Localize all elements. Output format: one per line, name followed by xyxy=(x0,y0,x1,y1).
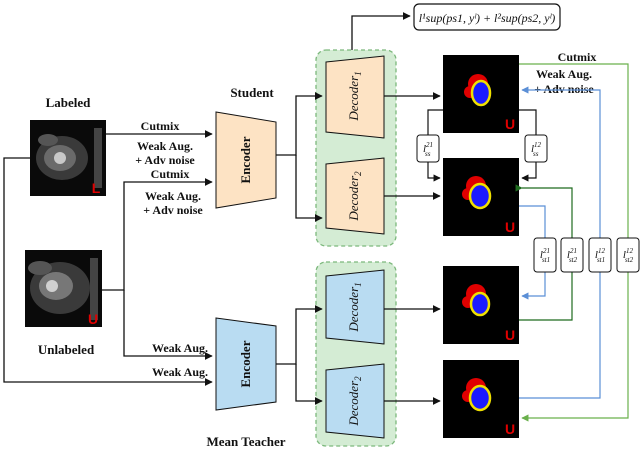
labeled-title: Labeled xyxy=(46,95,92,110)
student-decoder-1: Decoder1 xyxy=(325,55,385,139)
student-decoder-2: Decoder2 xyxy=(325,157,385,235)
student-output-1: U xyxy=(443,55,519,133)
labeled-tag: L xyxy=(92,180,101,196)
output-tag-1: U xyxy=(505,116,515,132)
student-encoder: Encoder xyxy=(215,111,277,209)
cutmix-label-1: Cutmix xyxy=(141,119,180,133)
weak-aug-label-3: Weak Aug. xyxy=(152,341,208,355)
svg-text:Decoder2: Decoder2 xyxy=(346,171,363,222)
adv-noise-output-label: + Adv noise xyxy=(534,82,594,96)
weak-aug-label-4: Weak Aug. xyxy=(152,365,208,379)
cutmix-output-label: Cutmix xyxy=(558,50,597,64)
teacher-output-2: U xyxy=(443,360,519,438)
student-decoder-2-label: Decoder xyxy=(346,175,361,222)
student-title: Student xyxy=(230,85,274,100)
teacher-decoder-1-sub: 1 xyxy=(353,282,363,287)
ss-loss-lines xyxy=(427,109,537,182)
student-decoder-1-label: Decoder xyxy=(346,75,361,122)
teacher-decoder-1-label: Decoder xyxy=(346,286,361,333)
adv-noise-label-1: + Adv noise xyxy=(135,153,195,167)
unlabeled-title: Unlabeled xyxy=(38,342,95,357)
student-internal-arrows xyxy=(276,12,441,222)
svg-text:Decoder1: Decoder1 xyxy=(346,282,363,332)
weak-aug-label-1: Weak Aug. xyxy=(137,139,193,153)
unlabeled-mri-image: U xyxy=(25,250,102,327)
labeled-mri-image: L xyxy=(30,120,106,196)
teacher-decoder-1: Decoder1 xyxy=(325,269,385,345)
unlabeled-tag: U xyxy=(88,311,98,327)
weak-aug-output-label: Weak Aug. xyxy=(536,67,592,81)
svg-text:Decoder2: Decoder2 xyxy=(346,376,363,427)
output-tag-4: U xyxy=(505,421,515,437)
teacher-internal-arrows xyxy=(276,305,441,405)
teacher-decoder-2-sub: 2 xyxy=(353,376,363,381)
cutmix-label-2: Cutmix xyxy=(151,167,190,181)
supervised-loss-formula: l¹sup(ps1, yˡ) + l²sup(ps2, yˡ) xyxy=(419,11,556,25)
st-loss-lines xyxy=(515,63,629,422)
output-tag-2: U xyxy=(505,219,515,235)
input-arrows xyxy=(3,130,213,386)
student-decoder-2-sub: 2 xyxy=(353,171,363,176)
output-tag-3: U xyxy=(505,327,515,343)
teacher-decoder-2-label: Decoder xyxy=(346,380,361,427)
svg-text:Decoder1: Decoder1 xyxy=(346,71,363,121)
adv-noise-label-2: + Adv noise xyxy=(143,203,203,217)
teacher-encoder-label: Encoder xyxy=(238,340,253,387)
student-output-2: U xyxy=(443,158,519,236)
teacher-title: Mean Teacher xyxy=(206,434,285,449)
teacher-output-1: U xyxy=(443,266,519,344)
student-decoder-1-sub: 1 xyxy=(353,71,363,76)
weak-aug-label-2: Weak Aug. xyxy=(145,189,201,203)
supervised-loss-box: l¹sup(ps1, yˡ) + l²sup(ps2, yˡ) xyxy=(413,3,561,31)
teacher-decoder-2: Decoder2 xyxy=(325,363,385,439)
teacher-encoder: Encoder xyxy=(215,317,277,411)
student-encoder-label: Encoder xyxy=(238,136,253,183)
